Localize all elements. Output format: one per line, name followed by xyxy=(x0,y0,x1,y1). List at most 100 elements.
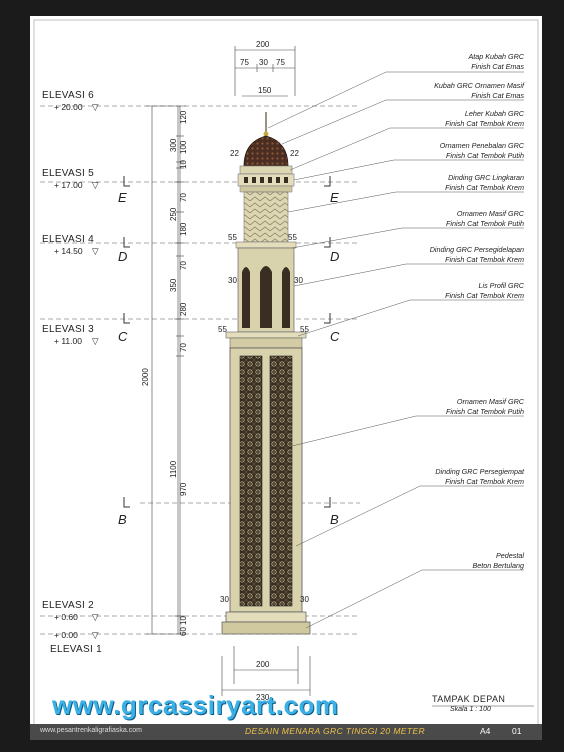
label-3-line2: Finish Cat Tembok Putih xyxy=(446,151,524,160)
dim-side-7: 55 xyxy=(300,325,309,334)
label-1-line2: Finish Cat Emas xyxy=(471,91,524,100)
footer-title: DESAIN MENARA GRC TINGGI 20 METER xyxy=(245,726,426,736)
dim-sub-10: 60 xyxy=(179,627,188,636)
dim-seg2: 250 xyxy=(169,207,178,221)
label-10-line1: Pedestal xyxy=(496,551,524,560)
section-c-left: C xyxy=(118,329,128,344)
dim-sub-4: 180 xyxy=(179,222,188,236)
elevation-1-value: + 0.00 xyxy=(54,630,78,640)
label-8-line2: Finish Cat Tembok Putih xyxy=(446,407,524,416)
circular-wall xyxy=(243,191,289,243)
section-markers xyxy=(123,176,331,508)
dim-side-5: 30 xyxy=(294,276,303,285)
label-0-line1: Atap Kubah GRC xyxy=(467,52,524,61)
dim-side-9: 30 xyxy=(300,595,309,604)
finial-ball xyxy=(263,131,269,137)
dome xyxy=(243,135,289,167)
elevation-3-name: ELEVASI 3 xyxy=(42,324,94,335)
footer-url: www.pesantrenkaligrafiaska.com xyxy=(40,727,142,734)
octagonal-arches xyxy=(242,266,290,328)
elevation-5-name: ELEVASI 5 xyxy=(42,168,94,179)
dim-top-right: 75 xyxy=(276,58,285,67)
footer-paper-size: A4 xyxy=(480,726,491,736)
dim-side-2: 55 xyxy=(228,233,237,242)
dim-seg4: 1100 xyxy=(169,460,178,478)
dim-total-height: 2000 xyxy=(141,368,150,386)
view-title: TAMPAK DEPAN xyxy=(432,694,506,704)
dim-top-total: 200 xyxy=(256,40,270,49)
dim-sub-5: 70 xyxy=(179,261,188,270)
elevation-1-name: ELEVASI 1 xyxy=(50,644,102,655)
elevation-1-symbol: ▽ xyxy=(92,630,99,640)
elevation-2-value: + 0.60 xyxy=(54,612,78,622)
view-scale: Skala 1 : 100 xyxy=(450,706,491,713)
label-4-line1: Dinding GRC Lingkaran xyxy=(448,173,524,182)
dim-bottom-inner: 200 xyxy=(256,660,270,669)
label-6-line2: Finish Cat Tembok Krem xyxy=(445,255,524,264)
section-b-left: B xyxy=(118,512,127,527)
dim-seg3: 350 xyxy=(169,278,178,292)
section-d-left: D xyxy=(118,249,127,264)
label-2-line1: Leher Kubah GRC xyxy=(465,109,525,118)
vertical-dimension-lines xyxy=(146,105,186,635)
dim-sub-7: 70 xyxy=(179,343,188,352)
elevation-5-value: + 17.00 xyxy=(54,180,83,190)
leader-lines xyxy=(267,71,524,629)
label-6-line1: Dinding GRC Persegidelapan xyxy=(430,245,524,254)
label-8-line1: Ornamen Masif GRC xyxy=(457,397,525,406)
top-dimension-lines xyxy=(234,46,296,97)
lattice-panel-left xyxy=(239,355,263,607)
elevation-6-name: ELEVASI 6 xyxy=(42,90,94,101)
pedestal xyxy=(221,621,311,635)
bottom-dimension-lines xyxy=(221,646,311,696)
ledge-d xyxy=(235,241,297,249)
minaret-tower xyxy=(221,112,311,635)
elevation-lines xyxy=(40,105,360,635)
dim-side-1: 22 xyxy=(290,149,299,158)
label-4-line2: Finish Cat Tembok Krem xyxy=(445,183,524,192)
dim-side-0: 22 xyxy=(230,149,239,158)
dim-sub-3: 70 xyxy=(179,193,188,202)
tower-elevation-drawing: ELEVASI 6 + 20.00 ▽ ELEVASI 5 + 17.00 ▽ … xyxy=(33,19,539,737)
section-e-right: E xyxy=(330,190,339,205)
elevation-3-symbol: ▽ xyxy=(92,336,99,346)
footer-sheet-number: 01 xyxy=(512,726,522,736)
dim-sub-0: 120 xyxy=(179,110,188,124)
label-7-line2: Finish Cat Tembok Krem xyxy=(445,291,524,300)
elevation-6-symbol: ▽ xyxy=(92,102,99,112)
dim-top-mid: 30 xyxy=(259,58,268,67)
section-b-right: B xyxy=(330,512,339,527)
label-0-line2: Finish Cat Emas xyxy=(471,62,524,71)
upper-ledge xyxy=(239,185,293,193)
dim-side-3: 55 xyxy=(288,233,297,242)
elevation-6-value: + 20.00 xyxy=(54,102,83,112)
cornice-band xyxy=(229,337,303,349)
callout-labels: Atap Kubah GRC Finish Cat Emas Kubah GRC… xyxy=(430,52,525,570)
dim-sub-6: 280 xyxy=(179,302,188,316)
label-5-line1: Ornamen Masif GRC xyxy=(457,209,525,218)
dim-sub-1: 100 xyxy=(179,140,188,154)
balcony-windows xyxy=(244,177,288,183)
watermark-url: www.grcassiryart.com xyxy=(52,690,339,720)
section-c-right: C xyxy=(330,329,340,344)
drawing-sheet: ELEVASI 6 + 20.00 ▽ ELEVASI 5 + 17.00 ▽ … xyxy=(30,16,542,740)
elevation-4-symbol: ▽ xyxy=(92,246,99,256)
dim-dome-width: 150 xyxy=(258,86,272,95)
label-7-line1: Lis Profil GRC xyxy=(478,281,524,290)
dim-side-6: 55 xyxy=(218,325,227,334)
label-3-line1: Ornamen Penebalan GRC xyxy=(440,141,525,150)
cornice-c xyxy=(225,331,307,339)
dome-neck xyxy=(239,165,293,175)
elevation-4-name: ELEVASI 4 xyxy=(42,234,94,245)
dim-sub-9: 10 xyxy=(179,616,188,625)
label-10-line2: Beton Bertulang xyxy=(472,561,524,570)
lattice-panel-right xyxy=(269,355,293,607)
dim-seg1: 300 xyxy=(169,138,178,152)
dim-side-4: 30 xyxy=(228,276,237,285)
elevation-3-value: + 11.00 xyxy=(54,336,82,346)
dim-sub-2: 10 xyxy=(179,160,188,169)
label-1-line1: Kubah GRC Ornamen Masif xyxy=(434,81,525,90)
label-9-line1: Dinding GRC Persegiempat xyxy=(435,467,525,476)
dim-bottom-total: 230 xyxy=(256,693,270,702)
section-d-right: D xyxy=(330,249,339,264)
